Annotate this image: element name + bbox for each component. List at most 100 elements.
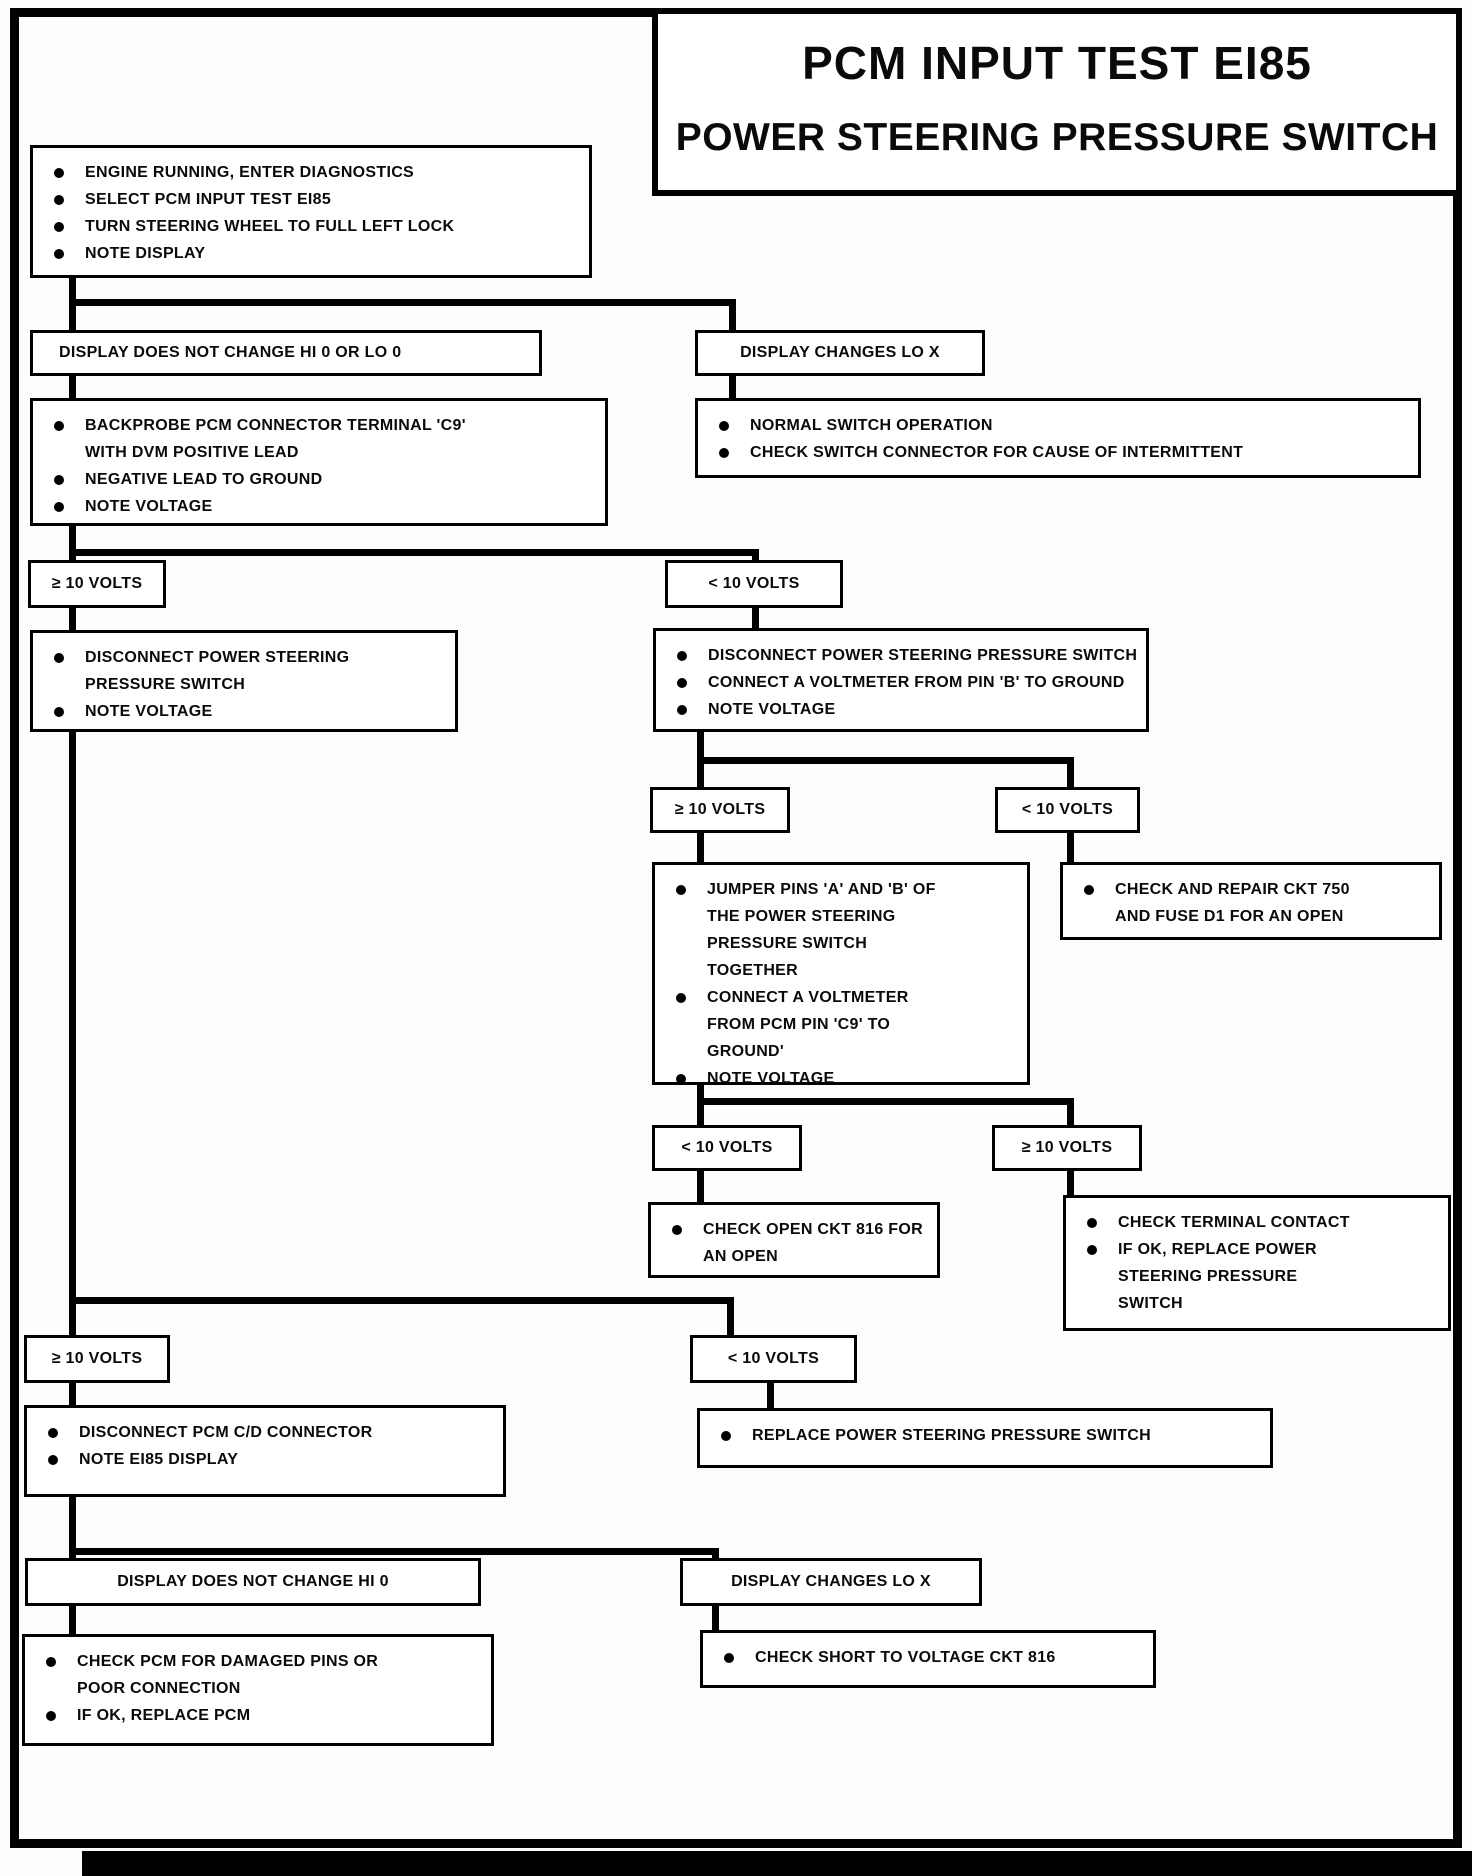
bullet-item: NOTE DISPLAY [33,240,589,267]
bullet-icon [54,707,64,717]
bullet-icon [54,222,64,232]
bullet-icon [677,678,687,688]
flow-connector [69,549,759,556]
decision-ge10-volts-2: ≥ 10 VOLTS [650,787,790,833]
flow-connector [69,1297,76,1339]
bullet-icon [1084,885,1094,895]
flow-connector [697,757,704,791]
bullet-item: NORMAL SWITCH OPERATION [698,412,1418,439]
flow-connector [1067,1098,1074,1129]
bullet-item: DISCONNECT POWER STEERING PRESSURE SWITC… [33,644,455,698]
bullet-icon [676,1074,686,1084]
bullet-icon [677,705,687,715]
bullet-icon [54,195,64,205]
scan-artifact-bar [82,1851,1472,1876]
bullet-icon [676,885,686,895]
bullet-item: CHECK SHORT TO VOLTAGE CKT 816 [703,1644,1153,1671]
bullet-icon [672,1225,682,1235]
flow-connector [697,757,1074,764]
bullet-item: REPLACE POWER STEERING PRESSURE SWITCH [700,1422,1270,1449]
node-open-ckt816: CHECK OPEN CKT 816 FOR AN OPEN [648,1202,940,1278]
flow-connector [752,606,759,632]
bullet-icon [46,1657,56,1667]
flow-connector [697,1169,704,1206]
flow-connector [697,1098,704,1129]
flow-connector [767,1381,774,1412]
bullet-icon [54,502,64,512]
flow-connector [697,730,704,764]
bullet-item: CHECK OPEN CKT 816 FOR AN OPEN [651,1216,937,1270]
flow-connector [697,1083,704,1105]
node-jumper-pins: JUMPER PINS 'A' AND 'B' OF THE POWER STE… [652,862,1030,1087]
bullet-icon [54,653,64,663]
flow-connector [1067,757,1074,791]
bullet-icon [721,1431,731,1441]
page-title: PCM INPUT TEST EI85 [802,37,1312,89]
flow-connector [69,1381,76,1409]
bullet-item: IF OK, REPLACE PCM [25,1702,491,1729]
decision-ge10-volts-1: ≥ 10 VOLTS [28,560,166,608]
flow-connector [69,1548,719,1555]
bullet-icon [48,1455,58,1465]
node-disconnect-switch: DISCONNECT POWER STEERING PRESSURE SWITC… [30,630,458,732]
decision-display-changes-1: DISPLAY CHANGES LO X [695,330,985,376]
decision-display-no-change-2: DISPLAY DOES NOT CHANGE HI 0 [25,1558,481,1606]
node-disconnect-pcm: DISCONNECT PCM C/D CONNECTOR NOTE EI85 D… [24,1405,506,1497]
bullet-item: NOTE VOLTAGE [33,493,605,520]
bullet-item: CHECK AND REPAIR CKT 750 AND FUSE D1 FOR… [1063,876,1439,930]
decision-ge10-volts-3: ≥ 10 VOLTS [992,1125,1142,1171]
bullet-item: NOTE EI85 DISPLAY [27,1446,503,1473]
bullet-item: CHECK PCM FOR DAMAGED PINS OR POOR CONNE… [25,1648,491,1702]
flow-connector [1067,1169,1074,1199]
bullet-icon [54,249,64,259]
bullet-icon [677,651,687,661]
bullet-item: BACKPROBE PCM CONNECTOR TERMINAL 'C9' WI… [33,412,605,466]
bullet-item: TURN STEERING WHEEL TO FULL LEFT LOCK [33,213,589,240]
bullet-icon [54,421,64,431]
page-subtitle: POWER STEERING PRESSURE SWITCH [675,116,1439,159]
bullet-item: NEGATIVE LEAD TO GROUND [33,466,605,493]
bullet-item: NOTE VOLTAGE [33,698,455,725]
node-terminal-contact: CHECK TERMINAL CONTACT IF OK, REPLACE PO… [1063,1195,1451,1331]
flow-connector [727,1297,734,1339]
bullet-item: ENGINE RUNNING, ENTER DIAGNOSTICS [33,159,589,186]
decision-lt10-volts-1: < 10 VOLTS [665,560,843,608]
bullet-icon [54,168,64,178]
flow-connector [729,374,736,402]
bullet-icon [46,1711,56,1721]
bullet-item: JUMPER PINS 'A' AND 'B' OF THE POWER STE… [655,876,1027,984]
flow-connector [69,1495,76,1552]
decision-lt10-volts-2: < 10 VOLTS [995,787,1140,833]
node-short-ckt816: CHECK SHORT TO VOLTAGE CKT 816 [700,1630,1156,1688]
flow-connector [69,549,76,564]
bullet-icon [719,421,729,431]
decision-ge10-volts-4: ≥ 10 VOLTS [24,1335,170,1383]
node-backprobe: BACKPROBE PCM CONNECTOR TERMINAL 'C9' WI… [30,398,608,526]
bullet-icon [676,993,686,1003]
bullet-item: CONNECT A VOLTMETER FROM PCM PIN 'C9' TO… [655,984,1027,1065]
bullet-icon [48,1428,58,1438]
bullet-item: DISCONNECT PCM C/D CONNECTOR [27,1419,503,1446]
bullet-item: NOTE VOLTAGE [656,696,1146,723]
flow-connector [1067,831,1074,866]
bullet-icon [54,475,64,485]
flow-connector [697,831,704,866]
bullet-icon [1087,1218,1097,1228]
flow-connector [69,299,736,306]
node-check-pcm: CHECK PCM FOR DAMAGED PINS OR POOR CONNE… [22,1634,494,1746]
bullet-item: DISCONNECT POWER STEERING PRESSURE SWITC… [656,642,1146,669]
decision-lt10-volts-4: < 10 VOLTS [690,1335,857,1383]
bullet-icon [719,448,729,458]
flow-connector [69,1548,76,1562]
flow-connector [697,1098,1074,1105]
bullet-item: SELECT PCM INPUT TEST EI85 [33,186,589,213]
node-replace-switch: REPLACE POWER STEERING PRESSURE SWITCH [697,1408,1273,1468]
flow-connector [69,606,76,634]
flow-connector [712,1604,719,1634]
flow-connector [69,730,76,1304]
node-start: ENGINE RUNNING, ENTER DIAGNOSTICS SELECT… [30,145,592,278]
decision-display-no-change-1: DISPLAY DOES NOT CHANGE HI 0 OR LO 0 [30,330,542,376]
flow-connector [752,549,759,564]
bullet-item: CHECK TERMINAL CONTACT [1066,1209,1448,1236]
